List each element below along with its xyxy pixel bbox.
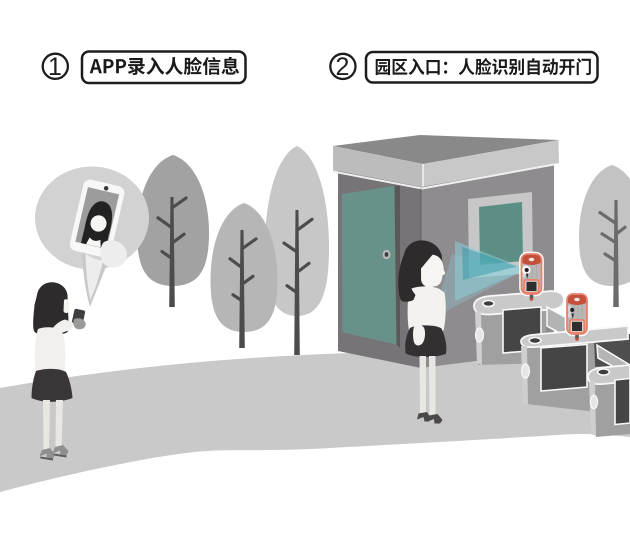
svg-text:2: 2 xyxy=(336,53,350,81)
svg-text:1: 1 xyxy=(48,53,62,81)
